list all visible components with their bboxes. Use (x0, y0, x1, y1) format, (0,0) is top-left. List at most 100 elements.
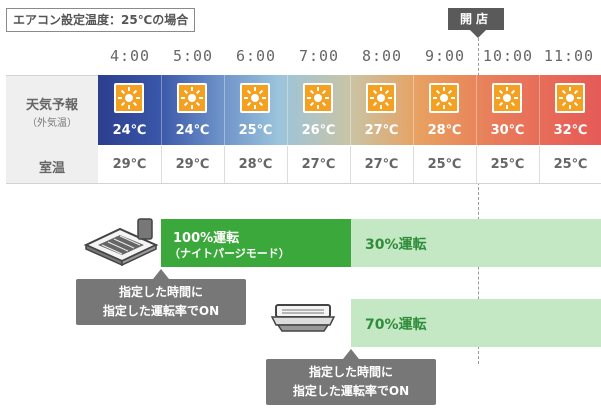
sun-ray (370, 97, 374, 99)
sun-ray (380, 105, 382, 109)
sun-ray (133, 89, 138, 94)
sun-icon (366, 83, 396, 113)
cassette-unit-callout: 指定した時間に 指定した運転率でON (266, 359, 436, 405)
outside-temp: 32℃ (553, 123, 588, 138)
sun-ray (435, 102, 440, 107)
room-temp: 25℃ (413, 146, 477, 183)
sun-ray (385, 102, 390, 107)
time-label: 4:00 (109, 47, 151, 65)
sun-ray (435, 89, 440, 94)
time-label: 5:00 (172, 47, 214, 65)
sun-ray (136, 97, 140, 99)
sun-ray (514, 97, 518, 99)
sun-icon (114, 83, 144, 113)
sun-ray (244, 97, 248, 99)
sun-ray (191, 87, 193, 91)
sun-ray (506, 105, 508, 109)
sun-ray (388, 97, 392, 99)
cassette-unit-operation-bar: 70%運転 (351, 299, 601, 347)
sun-ray (196, 102, 201, 107)
sun-ray (380, 87, 382, 91)
callout-line-2: 指定した運転率でON (292, 384, 410, 398)
sun-ray (254, 87, 256, 91)
sun-ray (183, 102, 188, 107)
weather-cell: 28℃ (413, 75, 477, 145)
sun-ray (443, 87, 445, 91)
store-open-pointer (470, 30, 486, 38)
weather-cell: 25℃ (224, 75, 288, 145)
weather-sublabel: （外気温） (27, 118, 77, 129)
outside-temp: 24℃ (112, 123, 147, 138)
weather-label: 天気予報 (25, 98, 78, 113)
sun-ray (309, 102, 314, 107)
ceiling-ac-unit-icon (83, 218, 159, 267)
sun-icon (429, 83, 459, 113)
sun-icon (240, 83, 270, 113)
night-purge-bar: 100%運転 （ナイトパージモード） (161, 219, 351, 267)
sun-ray (451, 97, 455, 99)
store-open-label: 開店 (448, 8, 504, 30)
sun-ray (191, 105, 193, 109)
sun-ray (325, 97, 329, 99)
sun-ray (128, 105, 130, 109)
weather-row-header: 天気予報 （外気温） (6, 75, 98, 147)
ceiling-unit-operation-bar: 30%運転 (351, 219, 601, 267)
sun-ray (506, 87, 508, 91)
store-open-line (478, 38, 479, 364)
room-temp: 25℃ (476, 146, 540, 183)
weather-cell: 24℃ (98, 75, 162, 145)
weather-cell: 26℃ (287, 75, 351, 145)
cassette-unit-operation-label: 70%運転 (365, 317, 427, 333)
sun-ray (128, 87, 130, 91)
sun-ray (262, 97, 266, 99)
sun-ray (259, 102, 264, 107)
room-temp: 25℃ (553, 157, 588, 172)
sun-icon (492, 83, 522, 113)
sun-ray (372, 102, 377, 107)
sun-ray (183, 89, 188, 94)
room-temp: 28℃ (224, 146, 288, 183)
sun-ray (448, 102, 453, 107)
sun-ray (118, 97, 122, 99)
cassette-ac-unit-icon (270, 304, 336, 332)
sun-ray (254, 105, 256, 109)
sun-ray (246, 89, 251, 94)
sun-ray (133, 102, 138, 107)
weather-cell: 24℃ (161, 75, 225, 145)
sun-icon (177, 83, 207, 113)
time-label: 7:00 (298, 47, 340, 65)
room-temp: 27℃ (287, 146, 351, 183)
sun-ray (317, 87, 319, 91)
sun-ray (181, 97, 185, 99)
sun-ray (120, 89, 125, 94)
sun-ray (574, 89, 579, 94)
weather-cell: 27℃ (350, 75, 414, 145)
sun-ray (569, 87, 571, 91)
schedule-title: エアコン設定温度：25℃の場合 (6, 8, 196, 32)
outside-temp: 27℃ (364, 123, 399, 138)
sun-ray (574, 102, 579, 107)
sun-ray (372, 89, 377, 94)
sun-ray (259, 89, 264, 94)
sun-ray (199, 97, 203, 99)
outside-temp: 26℃ (301, 123, 336, 138)
sun-ray (511, 102, 516, 107)
time-label: 11:00 (543, 47, 595, 65)
night-purge-label: 100%運転 (173, 231, 240, 246)
outside-temp: 24℃ (175, 123, 210, 138)
sun-ray (561, 102, 566, 107)
sun-ray (385, 89, 390, 94)
callout-line-1: 指定した時間に (118, 285, 203, 299)
sun-ray (577, 97, 581, 99)
callout-pointer (343, 349, 359, 359)
room-temp: 27℃ (350, 146, 414, 183)
callout-line-2: 指定した運転率でON (102, 304, 220, 318)
room-temp: 29℃ (98, 146, 162, 183)
callout-pointer (153, 269, 169, 279)
sun-ray (569, 105, 571, 109)
sun-ray (511, 89, 516, 94)
sun-ray (498, 89, 503, 94)
outside-temp: 30℃ (490, 123, 525, 138)
sun-ray (443, 105, 445, 109)
time-label: 9:00 (424, 47, 466, 65)
